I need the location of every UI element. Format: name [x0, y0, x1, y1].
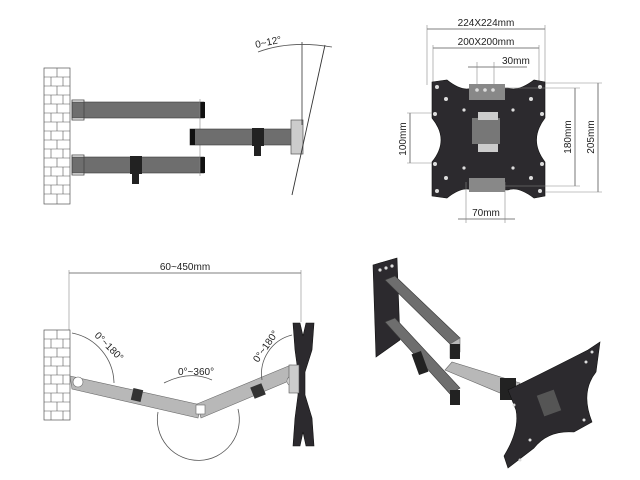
- tilt-angle-label: 0~12°: [254, 35, 282, 51]
- upper-arm: [71, 101, 205, 119]
- vesa-std-label: 200X200mm: [458, 37, 515, 48]
- plate-swivel-label: 0°~180°: [251, 329, 281, 365]
- wall-plate: [372, 257, 401, 358]
- middle-swivel-label: 0°~360°: [178, 367, 214, 378]
- bottom-spacing-label: 70mm: [472, 208, 500, 219]
- left-height-label: 100mm: [398, 122, 409, 155]
- inner-height-label: 180mm: [563, 120, 574, 153]
- front-view-plate-panel: 224X224mm 200X200mm 30mm 10: [398, 18, 602, 223]
- forward-arm: [189, 128, 301, 146]
- brick-wall-icon: [43, 329, 71, 421]
- brick-wall-icon: [43, 67, 71, 205]
- outer-height-label: 205mm: [586, 120, 597, 153]
- top-view-swivel-panel: 60~450mm: [43, 262, 315, 461]
- isometric-view-panel: [372, 257, 601, 469]
- side-view-tilt-panel: 0~12°: [43, 35, 333, 205]
- mounting-plate-side: [292, 322, 315, 447]
- vesa-max-label: 224X224mm: [458, 18, 515, 29]
- wall-swivel-label: 0°~180°: [92, 330, 125, 363]
- top-spacing-label: 30mm: [502, 56, 530, 67]
- extension-label: 60~450mm: [160, 262, 210, 273]
